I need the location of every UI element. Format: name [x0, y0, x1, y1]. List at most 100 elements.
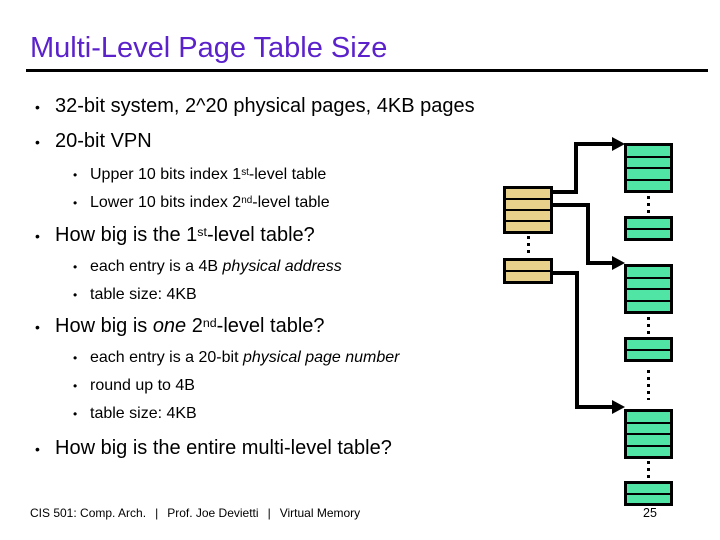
italic-segment: physical page number [242, 349, 400, 366]
footer: CIS 501: Comp. Arch. | Prof. Joe Deviett… [30, 506, 360, 520]
bullet-marker: • [35, 99, 40, 115]
superscript-segment: st [197, 224, 207, 239]
bullet-second-level-size: • How big is one 2nd-level table? [35, 314, 325, 339]
slide-title: Multi-Level Page Table Size [30, 32, 388, 64]
page-table-entry [627, 229, 670, 238]
bullet-marker: • [73, 168, 78, 182]
text-segment: 32-bit system, 2^20 physical pages, 4KB … [55, 95, 475, 117]
bullet-text: each entry is a 4B physical address [90, 257, 342, 276]
second-level-table-2 [624, 264, 673, 314]
bullet-text: 32-bit system, 2^20 physical pages, 4KB … [55, 94, 475, 118]
text-segment: Upper 10 bits index 1 [90, 166, 242, 183]
second-level-table-2-continued [624, 337, 673, 362]
bullet-text: Lower 10 bits index 2nd-level table [90, 193, 330, 212]
page-table-entry [506, 189, 550, 198]
bullet-marker: • [73, 351, 78, 365]
bullet-marker: • [73, 379, 78, 393]
page-table-entry [627, 180, 670, 190]
sub-bullet-entry-20bit: • each entry is a 20-bit physical page n… [73, 348, 400, 368]
bullet-text: 20-bit VPN [55, 129, 152, 153]
bullet-marker: • [35, 134, 40, 150]
text-segment: How big is the 1 [55, 224, 198, 246]
text-segment: -level table [248, 166, 327, 183]
bullet-marker: • [35, 319, 40, 335]
page-table-entry [627, 267, 670, 277]
text-segment: Lower 10 bits index 2 [90, 194, 242, 211]
page-table-entry [627, 340, 670, 349]
page-table-entry [627, 301, 670, 311]
page-table-entry [506, 222, 550, 231]
bullet-first-level-size: • How big is the 1st-level table? [35, 223, 315, 248]
sub-bullet-lower-bits: • Lower 10 bits index 2nd-level table [73, 193, 330, 213]
page-table-entry [627, 157, 670, 167]
arrow-line-entry2 [553, 203, 614, 265]
text-segment: each entry is a 4B [90, 258, 223, 275]
bullet-entire-table-size: • How big is the entire multi-level tabl… [35, 436, 392, 461]
text-segment: -level table? [216, 315, 325, 337]
page-number: 25 [643, 506, 657, 520]
page-table-entry [627, 435, 670, 445]
sub-bullet-table-size-first: • table size: 4KB [73, 285, 197, 305]
sub-bullet-table-size-second: • table size: 4KB [73, 404, 197, 424]
page-table-entry [627, 423, 670, 433]
bullet-text: Upper 10 bits index 1st-level table [90, 165, 326, 184]
page-table-entry [627, 169, 670, 179]
page-table-entry [627, 278, 670, 288]
page-table-entry [627, 446, 670, 456]
footer-professor: Prof. Joe Devietti [167, 506, 259, 520]
text-segment: 2 [186, 315, 203, 337]
first-level-table-top [503, 186, 553, 234]
page-table-entry [506, 272, 550, 281]
bullet-marker: • [35, 228, 40, 244]
page-table-entry [627, 290, 670, 300]
footer-course: CIS 501: Comp. Arch. [30, 506, 147, 520]
bullet-vpn: • 20-bit VPN [35, 129, 152, 154]
bullet-marker: • [73, 260, 78, 274]
second-level-table-3 [624, 409, 673, 459]
title-underline [26, 69, 708, 72]
page-table-entry [506, 211, 550, 220]
text-segment: round up to 4B [90, 377, 195, 394]
text-segment: table size: 4KB [90, 405, 197, 422]
bullet-text: round up to 4B [90, 376, 195, 395]
text-segment: each entry is a 20-bit [90, 349, 243, 366]
footer-separator: | [267, 506, 271, 520]
text-segment: -level table [252, 194, 330, 211]
arrow-line-entry3 [553, 271, 614, 409]
page-table-entry [627, 219, 670, 228]
bullet-marker: • [73, 407, 78, 421]
footer-topic: Virtual Memory [279, 506, 361, 520]
second-level-table-3-continued [624, 481, 673, 506]
text-segment: table size: 4KB [90, 286, 197, 303]
superscript-segment: nd [202, 315, 217, 330]
second-level-table-1-continued [624, 216, 673, 241]
text-segment: -level table? [206, 224, 315, 246]
footer-separator: | [155, 506, 159, 520]
bullet-text: How big is the 1st-level table? [55, 223, 315, 247]
bullet-system-specs: • 32-bit system, 2^20 physical pages, 4K… [35, 94, 475, 119]
sub-bullet-upper-bits: • Upper 10 bits index 1st-level table [73, 165, 326, 185]
text-segment: 20-bit VPN [55, 130, 152, 152]
superscript-segment: nd [241, 194, 253, 206]
text-segment: How big is the entire multi-level table? [55, 437, 392, 459]
bullet-text: How big is the entire multi-level table? [55, 436, 392, 460]
page-table-entry [506, 261, 550, 270]
page-table-entry [627, 350, 670, 359]
italic-segment: physical address [222, 258, 342, 275]
bullet-text: each entry is a 20-bit physical page num… [90, 348, 400, 367]
first-level-table-bottom [503, 258, 553, 284]
sub-bullet-entry-4b: • each entry is a 4B physical address [73, 257, 342, 277]
bullet-marker: • [73, 196, 78, 210]
superscript-segment: st [241, 166, 249, 178]
text-segment: How big is [55, 315, 153, 337]
bullet-marker: • [73, 288, 78, 302]
arrow-line-entry1 [553, 142, 614, 194]
page-table-entry [627, 484, 670, 493]
second-level-table-1 [624, 143, 673, 193]
page-table-entry [506, 200, 550, 209]
bullet-text: How big is one 2nd-level table? [55, 314, 325, 338]
bullet-text: table size: 4KB [90, 404, 197, 423]
italic-segment: one [152, 315, 187, 337]
bullet-marker: • [35, 441, 40, 457]
